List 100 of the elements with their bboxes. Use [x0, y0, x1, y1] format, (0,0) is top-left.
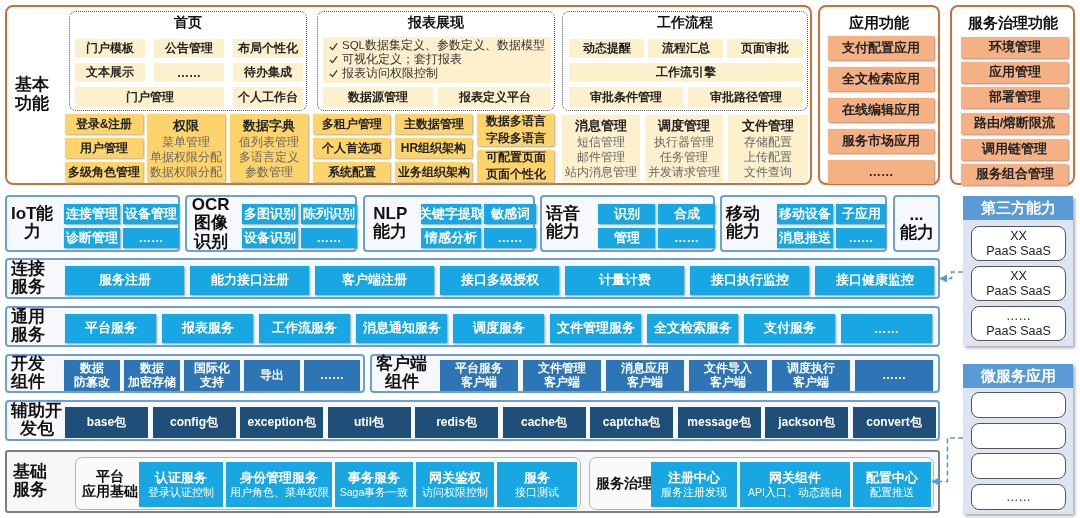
layer-label: 辅助开发包 [11, 401, 62, 440]
group-label: 服务治理 [596, 475, 652, 492]
function-tile: 调用链管理 [961, 139, 1068, 160]
service-tile: 工作流服务 [259, 314, 350, 343]
feature-tile: 个人首选项 [313, 138, 390, 158]
layer-label: OCR图像识别 [191, 195, 231, 252]
feature-tile: 数据源管理 [323, 87, 433, 108]
service-tile: 消息推送 [777, 228, 833, 248]
feature-tile: 用户管理 [65, 138, 143, 158]
capability-panel: ... 能力 [893, 195, 940, 252]
layer-panel [5, 354, 365, 393]
layer-panel [5, 306, 940, 347]
feature-tile: 门户管理 [75, 87, 224, 108]
layer-panel [370, 354, 940, 393]
package-tile: message包 [677, 407, 761, 438]
feature-tile: 系统配置 [313, 162, 390, 182]
side-panel [963, 196, 1073, 346]
checklist-panel [323, 37, 551, 83]
service-tile: 子应用 [836, 204, 886, 224]
service-tile: 接口健康监控 [815, 266, 934, 295]
feature-tile: 动态提醒 [569, 39, 644, 58]
service-tile: 服务注册 [65, 266, 184, 295]
component-tile: 国际化 支持 [184, 360, 240, 391]
layer-label: 开发组件 [11, 354, 45, 393]
component-tile: 文件管理 客户端 [523, 360, 601, 391]
blank-card [971, 392, 1066, 418]
feature-tile: 业务组织架构 [395, 162, 472, 182]
service-tile: 移动设备 [777, 204, 833, 224]
service-tile: 全文检索服务 [647, 314, 738, 343]
function-tile: 路由/熔断限流 [961, 113, 1068, 134]
package-tile: jackson包 [765, 407, 848, 438]
feature-tile: 数据多语言 字段多语言 [477, 114, 554, 146]
service-tile: 调度服务 [453, 314, 544, 343]
group-title: 工作流程 [656, 15, 714, 31]
service-tile: 文件管理服务 [550, 314, 641, 343]
service-tile: …… [484, 228, 536, 248]
feature-tile: 审批路径管理 [688, 87, 803, 108]
service-tile: 服务 接口测试 [497, 462, 577, 507]
component-tile: 消息应用 客户端 [606, 360, 684, 391]
service-tile: 接口多级授权 [440, 266, 559, 295]
package-tile: redis包 [415, 407, 498, 438]
function-tile: 支付配置应用 [828, 36, 934, 60]
service-tile: 设备管理 [123, 204, 179, 224]
service-tile: 身份管理服务 用户角色、菜单权限 [226, 462, 332, 507]
panel-title: 微服务应用 [963, 364, 1073, 388]
component-tile: 导出 [244, 360, 300, 391]
service-tile: 识别 [598, 204, 655, 224]
layer-label: 基础服务 [13, 462, 47, 501]
function-tile: 部署管理 [961, 87, 1068, 108]
checklist-item: SQL数据集定义、参数定义、数据模型 [342, 39, 545, 53]
component-tile: …… [304, 360, 360, 391]
function-tile: 在线编辑应用 [828, 98, 934, 122]
feature-tile: 页面审批 [727, 39, 803, 58]
service-tile: 接口执行监控 [690, 266, 809, 295]
service-group [75, 457, 581, 510]
layer-panel [363, 195, 535, 252]
feature-tile: 布局个性化 [233, 39, 303, 58]
service-tile: 合成 [658, 204, 715, 224]
dashed-connector [931, 437, 964, 486]
service-group [589, 457, 934, 510]
checklist-item: 可视化定义；套打报表 [342, 53, 462, 67]
package-tile: util包 [327, 407, 411, 438]
layer-label: 移动能力 [726, 204, 760, 243]
package-tile: exception包 [240, 407, 323, 438]
function-panel [818, 5, 940, 185]
service-tile: 连接管理 [64, 204, 120, 224]
blank-card [971, 453, 1066, 479]
package-tile: config包 [152, 407, 236, 438]
service-tile: 能力接口注册 [190, 266, 309, 295]
service-tile: 管理 [598, 228, 655, 248]
service-tile: 设备识别 [242, 228, 298, 248]
service-tile: 配置中心 配置推送 [853, 462, 931, 507]
service-tile: 平台服务 [65, 314, 156, 343]
layer-label: IoT能力 [11, 204, 54, 243]
service-tile: 网关鉴权 访问权限控制 [416, 462, 494, 507]
feature-list-tile: 文件管理 存储配置 上传配置 文件查询 [728, 115, 808, 182]
service-tile: …… [301, 228, 357, 248]
service-tile: 事务服务 Saga事务一致 [335, 462, 413, 507]
function-tile: …… [828, 160, 934, 184]
dotted-group [69, 11, 307, 111]
side-panel [963, 364, 1073, 514]
feature-tile: 门户模板 [75, 39, 145, 58]
service-tile: …… [836, 228, 886, 248]
package-tile: cache包 [502, 407, 586, 438]
component-tile: …… [855, 360, 933, 391]
service-tile: 敏感词 [484, 204, 536, 224]
layer-panel [5, 258, 940, 299]
component-tile: 数据 加密存储 [124, 360, 180, 391]
service-tile: 陈列识别 [301, 204, 357, 224]
function-tile: 应用管理 [961, 62, 1068, 83]
layer-label: NLP能力 [372, 204, 409, 243]
feature-tile: HR组织架构 [395, 138, 472, 158]
layer-panel [5, 400, 940, 441]
feature-list-tile: 数据字典 值列表管理 多语言定义 参数管理 [230, 114, 308, 182]
feature-tile: 公告管理 [154, 39, 224, 58]
service-tile: 报表服务 [162, 314, 253, 343]
feature-tile: 待办集成 [233, 63, 303, 82]
feature-tile: 文本展示 [75, 63, 145, 82]
component-tile: 平台服务 客户端 [440, 360, 518, 391]
package-tile: base包 [65, 407, 148, 438]
